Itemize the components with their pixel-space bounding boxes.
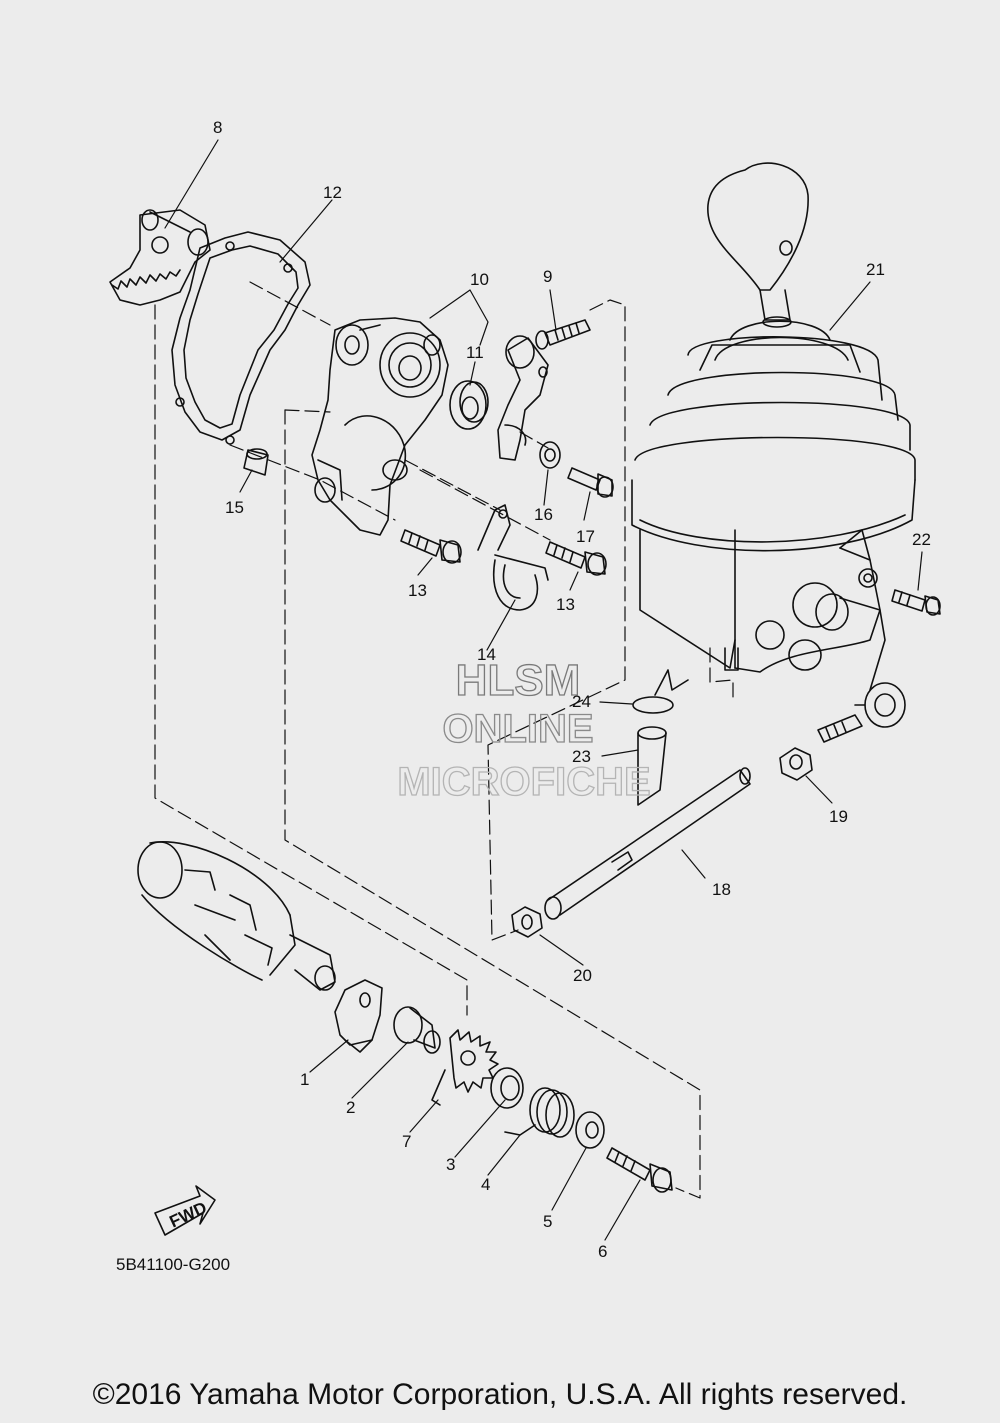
fwd-label: FWD bbox=[167, 1198, 210, 1232]
label-20: 20 bbox=[573, 966, 592, 985]
part-11-oil-seal bbox=[449, 380, 489, 430]
label-3: 3 bbox=[446, 1155, 455, 1174]
part-22-bolt bbox=[891, 589, 941, 616]
label-19: 19 bbox=[829, 807, 848, 826]
diagram-code: 5B41100-G200 bbox=[116, 1255, 230, 1274]
label-11: 11 bbox=[466, 343, 484, 362]
part-20-nut bbox=[511, 906, 543, 938]
label-23: 23 bbox=[572, 747, 591, 766]
part-4-spring bbox=[504, 1087, 575, 1138]
label-9: 9 bbox=[543, 267, 552, 286]
shift-drum bbox=[137, 841, 336, 991]
label-16: 16 bbox=[534, 505, 553, 524]
part-8-shift-segment bbox=[109, 209, 211, 306]
part-16-washer bbox=[539, 441, 561, 469]
label-6: 6 bbox=[598, 1242, 607, 1261]
part-13-bolt-left bbox=[400, 529, 462, 564]
assembly-guide-lines bbox=[154, 281, 734, 1199]
label-13-left: 13 bbox=[408, 581, 427, 600]
watermark-line-1: HLSM bbox=[456, 656, 581, 705]
label-5: 5 bbox=[543, 1212, 552, 1231]
label-21: 21 bbox=[866, 260, 885, 279]
copyright-footer: ©2016 Yamaha Motor Corporation, U.S.A. A… bbox=[92, 1378, 908, 1411]
part-15-dowel-pin bbox=[243, 448, 269, 476]
part-14-clip bbox=[477, 504, 549, 611]
label-14: 14 bbox=[477, 645, 496, 664]
part-9-bolt bbox=[535, 319, 591, 350]
fwd-arrow-icon bbox=[154, 1185, 216, 1236]
label-15: 15 bbox=[225, 498, 244, 517]
part-19-nut bbox=[779, 747, 813, 781]
part-10-shift-housing bbox=[311, 317, 449, 536]
label-17: 17 bbox=[576, 527, 595, 546]
label-22: 22 bbox=[912, 530, 931, 549]
part-2-collar bbox=[393, 1006, 441, 1054]
label-13-right: 13 bbox=[556, 595, 575, 614]
label-18: 18 bbox=[712, 880, 731, 899]
shift-lever-bracket bbox=[497, 335, 549, 461]
label-7: 7 bbox=[402, 1132, 411, 1151]
part-6-bolt bbox=[606, 1147, 673, 1193]
part-17-bolt bbox=[567, 467, 614, 498]
label-2: 2 bbox=[346, 1098, 355, 1117]
part-12-gasket bbox=[171, 231, 311, 445]
part-3-washer bbox=[490, 1067, 524, 1109]
leader-lines bbox=[164, 139, 923, 1241]
part-23-collar bbox=[637, 726, 667, 806]
label-12: 12 bbox=[323, 183, 342, 202]
part-13-bolt-right bbox=[545, 541, 607, 576]
part-18-shift-rod bbox=[544, 767, 751, 920]
watermark: HLSM ONLINE MICROFICHE bbox=[397, 655, 652, 804]
shift-rod-end bbox=[817, 682, 906, 743]
part-21-shift-lever-assembly bbox=[631, 162, 916, 691]
watermark-line-2: ONLINE bbox=[442, 707, 593, 751]
label-8: 8 bbox=[213, 118, 222, 137]
part-number-labels: 1 2 3 4 5 6 7 8 9 10 11 12 13 13 14 15 1… bbox=[213, 118, 931, 1261]
part-1-stopper bbox=[334, 979, 383, 1053]
watermark-line-3: MICROFICHE bbox=[397, 760, 650, 804]
label-1: 1 bbox=[300, 1070, 309, 1089]
label-10: 10 bbox=[470, 270, 489, 289]
part-5-washer bbox=[575, 1111, 605, 1149]
part-7-segment bbox=[431, 1029, 499, 1106]
part-24-clip bbox=[632, 669, 689, 714]
label-4: 4 bbox=[481, 1175, 490, 1194]
label-24: 24 bbox=[572, 692, 591, 711]
